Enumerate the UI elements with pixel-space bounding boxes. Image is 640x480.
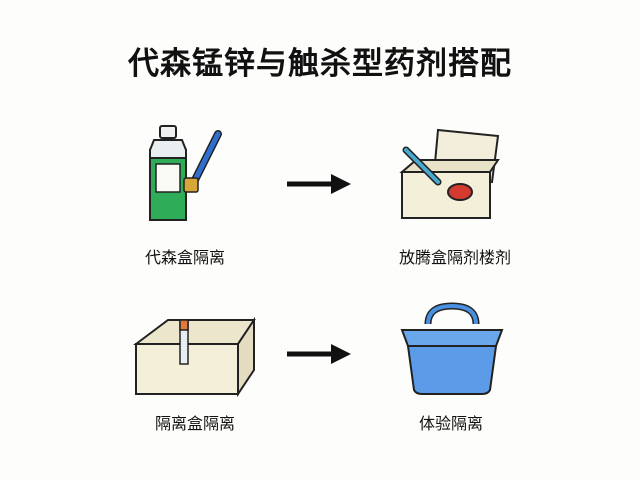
step-4: 体验隔离 (376, 290, 526, 433)
pesticide-bottle-icon (149, 125, 222, 221)
step-1-label: 代森盒隔离 (144, 248, 225, 267)
step-1: 代森盒隔离 (110, 120, 260, 267)
blue-container-icon (400, 302, 504, 395)
step-4-label: 体验隔离 (418, 414, 483, 433)
arrow-right-icon (287, 344, 351, 364)
step-2-label: 放腾盒隔剂楼剂 (398, 248, 511, 267)
page-title: 代森锰锌与触杀型药剂搭配 (128, 46, 512, 82)
open-storage-box-icon (399, 128, 500, 219)
isolation-tray-icon (133, 316, 256, 398)
step-3: 隔离盒隔离 (120, 290, 270, 433)
arrow-right-icon (287, 174, 351, 194)
step-3-label: 隔离盒隔离 (154, 414, 235, 433)
step-2: 放腾盒隔剂楼剂 (380, 120, 530, 267)
